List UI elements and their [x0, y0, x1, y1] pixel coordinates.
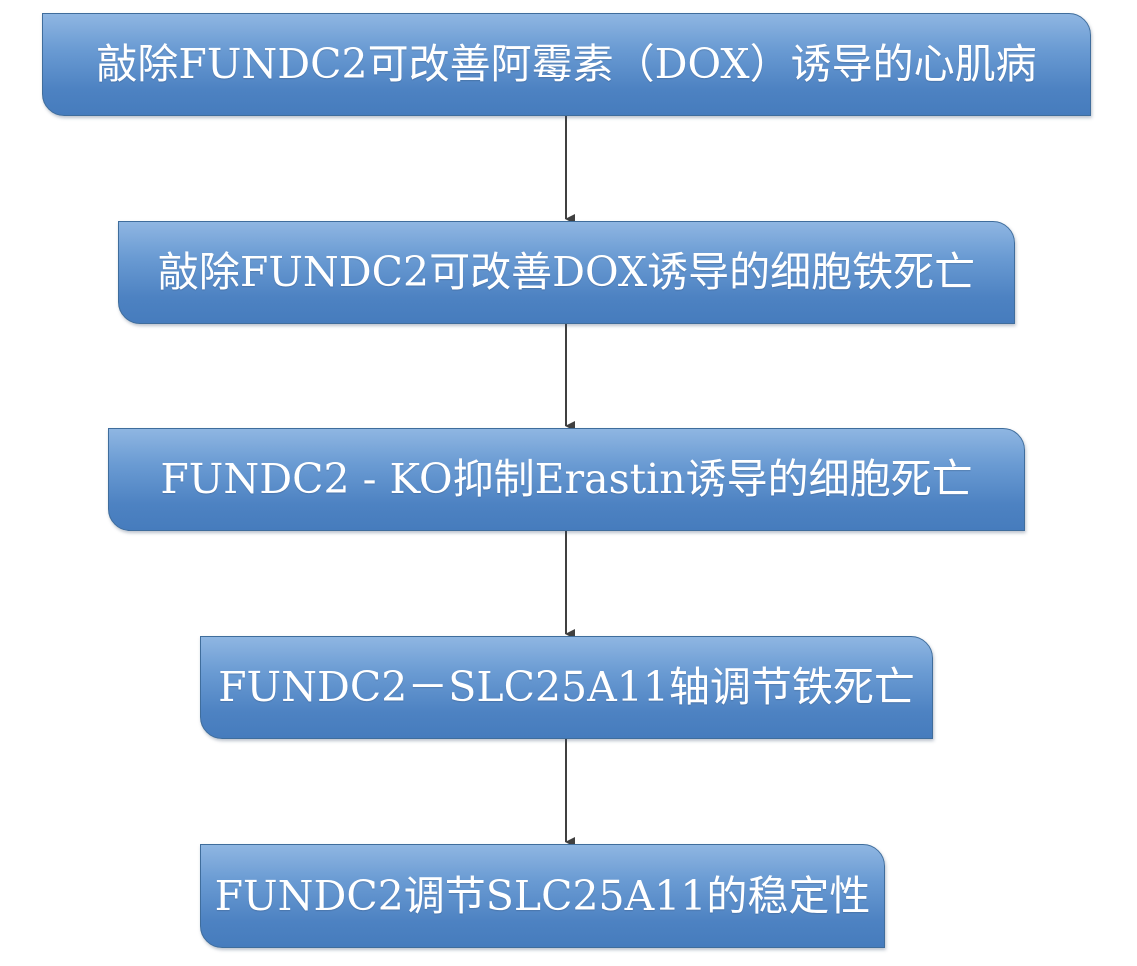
flow-step-2: 敲除FUNDC2可改善DOX诱导的细胞铁死亡: [118, 221, 1015, 324]
flow-step-3-label: FUNDC2 - KO抑制Erastin诱导的细胞死亡: [160, 455, 973, 503]
flow-step-1-label: 敲除FUNDC2可改善阿霉素（DOX）诱导的心肌病: [96, 40, 1037, 88]
flow-step-1: 敲除FUNDC2可改善阿霉素（DOX）诱导的心肌病: [42, 13, 1091, 116]
flow-step-3: FUNDC2 - KO抑制Erastin诱导的细胞死亡: [108, 428, 1025, 531]
flow-step-2-label: 敲除FUNDC2可改善DOX诱导的细胞铁死亡: [157, 248, 976, 296]
flow-step-4-label: FUNDC2－SLC25A11轴调节铁死亡: [218, 663, 915, 711]
flow-step-4: FUNDC2－SLC25A11轴调节铁死亡: [200, 636, 933, 739]
flow-step-5-label: FUNDC2调节SLC25A11的稳定性: [214, 871, 871, 920]
flow-step-5: FUNDC2调节SLC25A11的稳定性: [200, 844, 885, 948]
